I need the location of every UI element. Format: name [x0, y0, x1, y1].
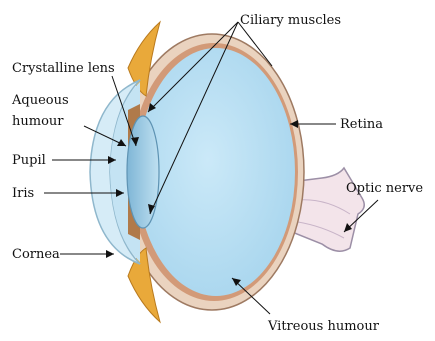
- vitreous-humour-chamber: [137, 48, 295, 296]
- label-iris: Iris: [12, 186, 34, 201]
- label-retina: Retina: [340, 117, 383, 132]
- label-ciliary-muscles: Ciliary muscles: [240, 13, 341, 28]
- label-aqueous-humour-line2: humour: [12, 114, 64, 129]
- label-pupil: Pupil: [12, 153, 46, 168]
- label-optic-nerve: Optic nerve: [346, 181, 423, 196]
- label-aqueous-humour-line1: Aqueous: [11, 93, 69, 108]
- label-vitreous-humour: Vitreous humour: [267, 319, 380, 334]
- label-cornea: Cornea: [12, 247, 60, 262]
- label-crystalline-lens: Crystalline lens: [12, 61, 115, 76]
